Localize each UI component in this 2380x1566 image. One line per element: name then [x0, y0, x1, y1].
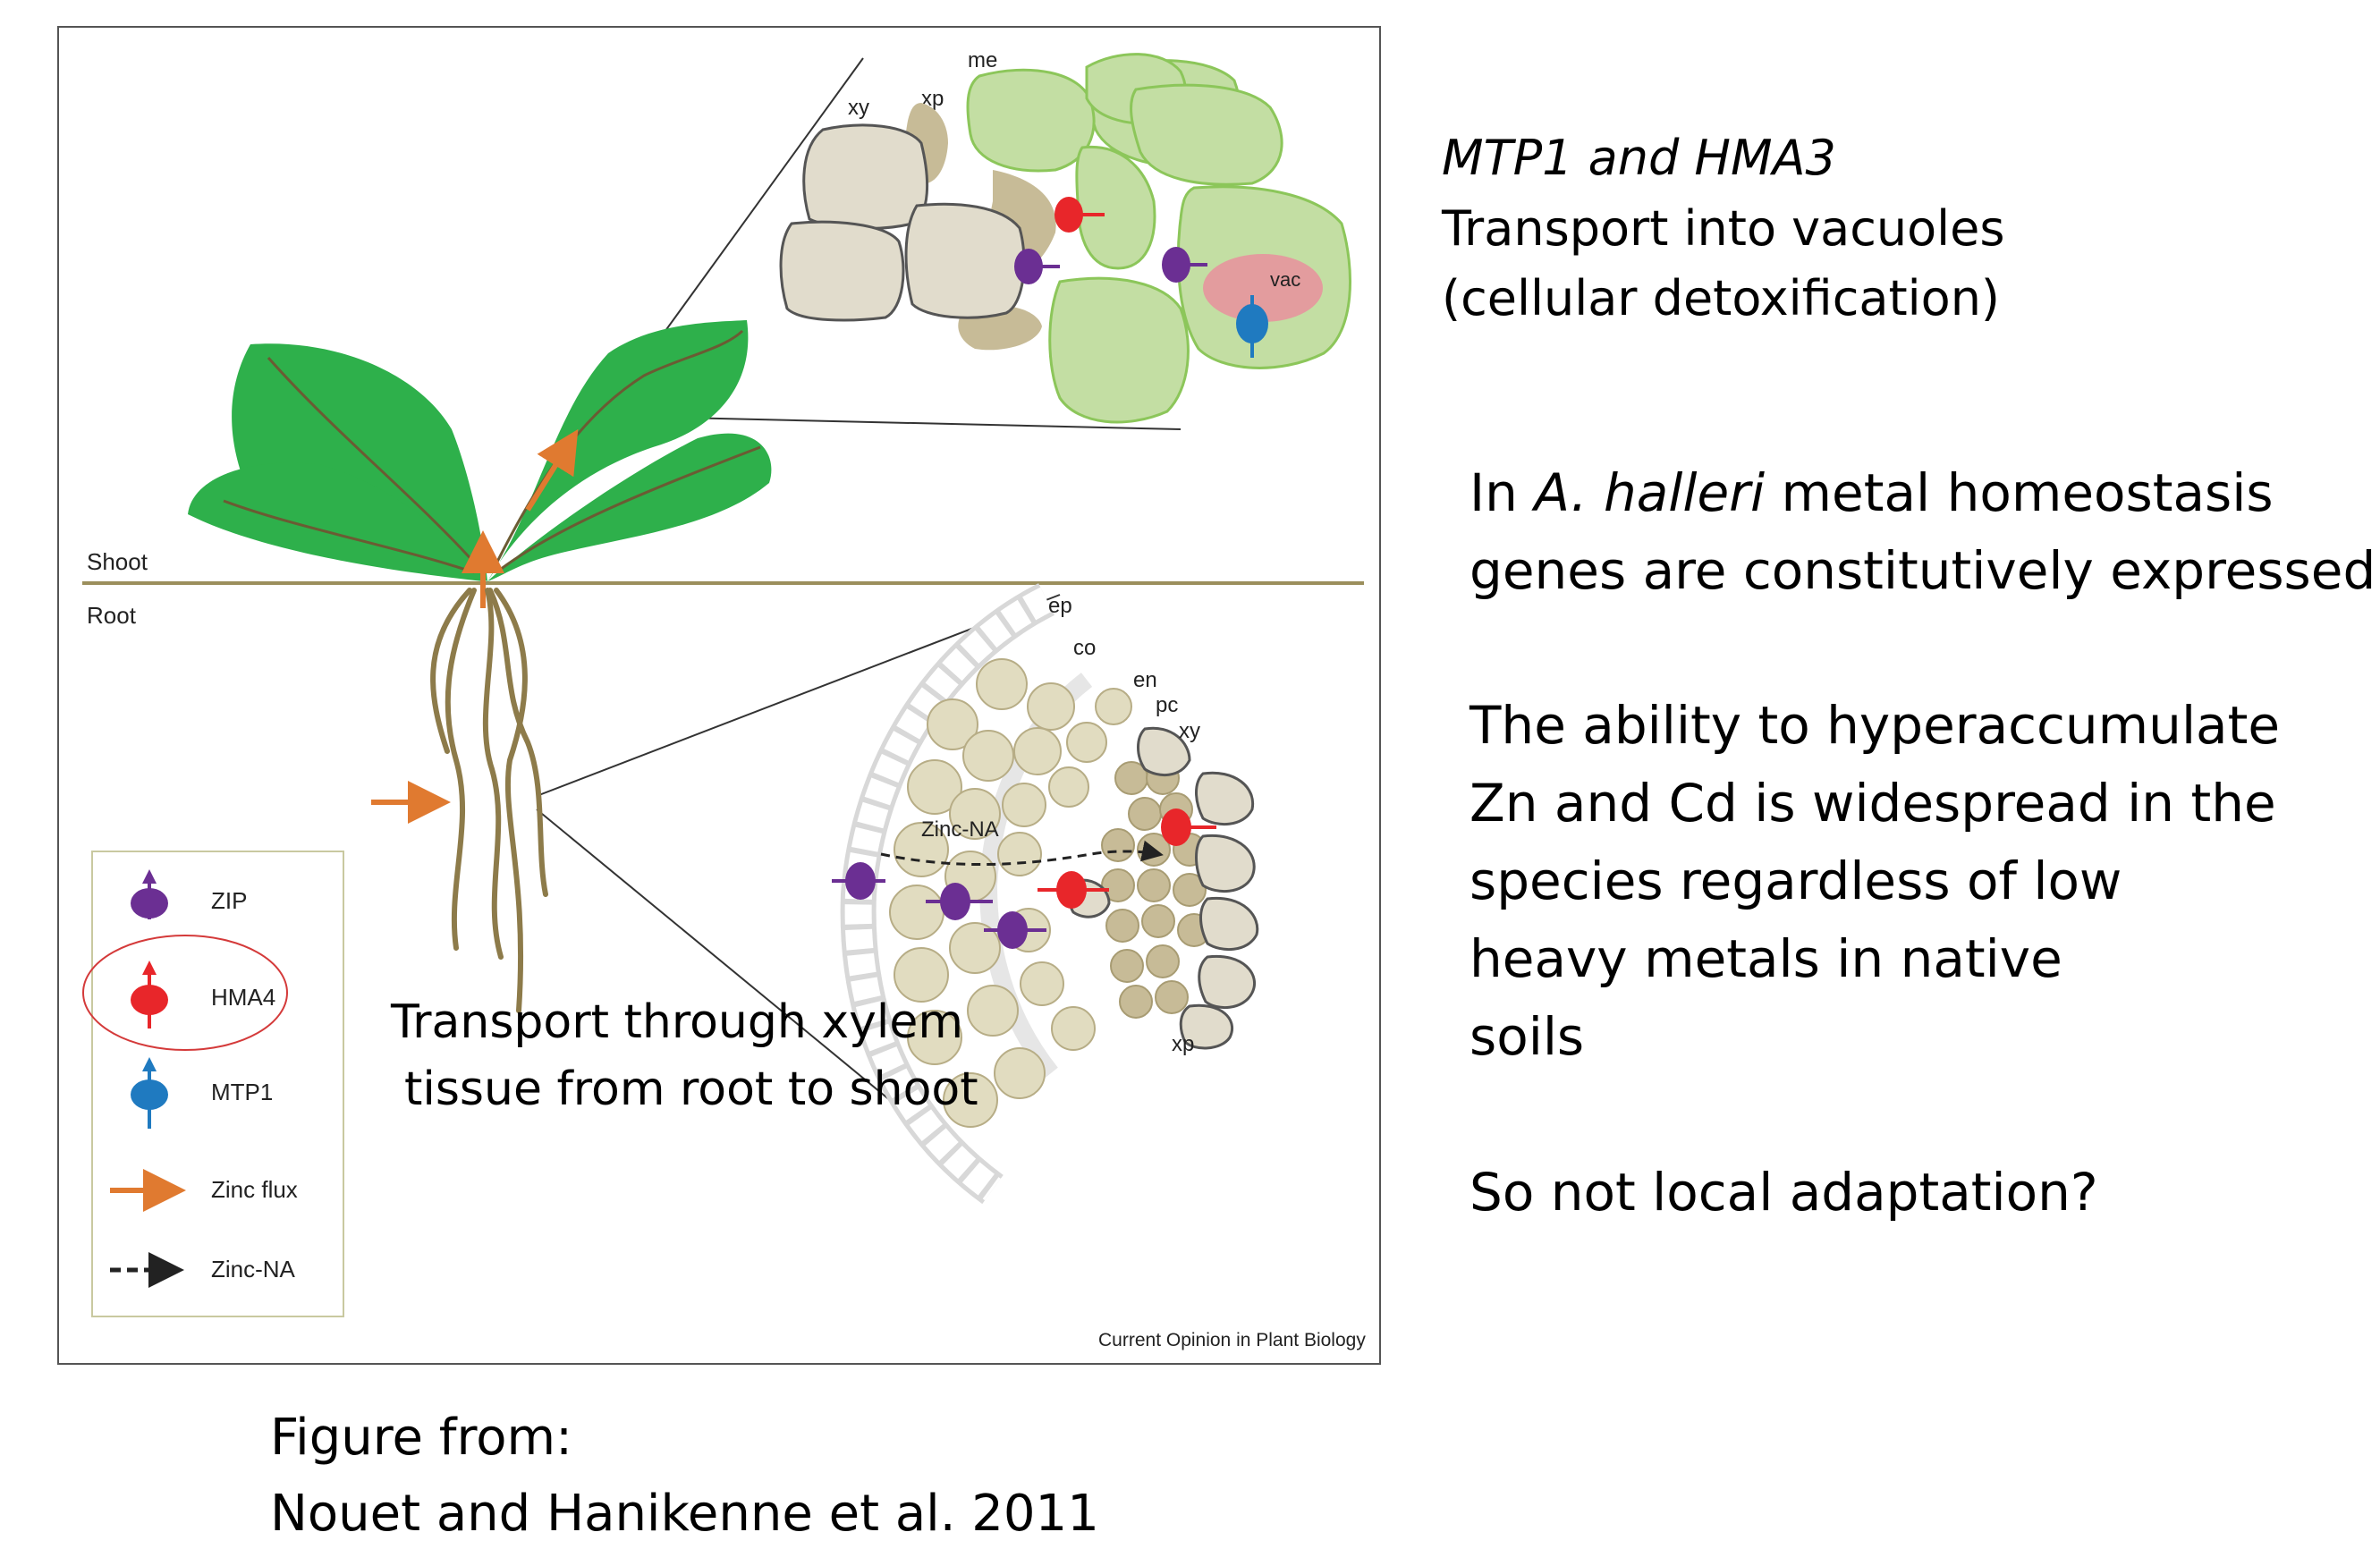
zinc-na-label: Zinc-NA [921, 817, 999, 842]
zinc-na-path [880, 840, 1164, 867]
hma4-transporter-leaf [1054, 197, 1105, 233]
local-adaptation-question: So not local adaptation? [1470, 1162, 2098, 1223]
vac-label: vac [1270, 268, 1300, 291]
hma4-transporter-root-2 [1161, 808, 1216, 846]
svg-text:ZIP: ZIP [211, 887, 247, 914]
root-label: Root [87, 602, 137, 629]
svg-text:MTP1: MTP1 [211, 1079, 273, 1105]
figure-caption-line1: Figure from: [270, 1409, 572, 1467]
figure-caption-line2: Nouet and Hanikenne et al. 2011 [270, 1485, 1099, 1543]
svg-text:Zinc flux: Zinc flux [211, 1176, 298, 1203]
plant-roots [430, 588, 548, 1013]
legend: ZIP HMA4 MTP1 Zinc flux Zinc-NA [82, 851, 344, 1317]
pc-label: pc [1156, 693, 1178, 717]
mtp1-transporter-leaf [1236, 295, 1268, 358]
hma4-transporter-root-1 [1038, 871, 1109, 909]
figure-source: Current Opinion in Plant Biology [1098, 1330, 1366, 1350]
svg-text:Zinc-NA: Zinc-NA [211, 1256, 296, 1282]
zip-transporter-root-1 [832, 862, 885, 900]
svg-text:HMA4: HMA4 [211, 984, 275, 1011]
zip-transporter-leaf-2 [1162, 247, 1207, 283]
legend-hma4: HMA4 [82, 935, 288, 1051]
para2-line1: The ability to hyperaccumulate [1470, 695, 2281, 756]
para1-line1: In A. halleri metal homeostasis [1470, 462, 2274, 523]
para2-line4: heavy metals in native [1470, 928, 2062, 989]
para2-line3: species regardless of low [1470, 851, 2122, 911]
zip-transporter-leaf-1 [1014, 249, 1060, 284]
leaf-veins [223, 329, 761, 574]
para1-line2: genes are constitutively expressed [1470, 540, 2376, 601]
me-label: me [968, 48, 997, 72]
zip-transporter-root-2 [926, 883, 993, 920]
ep-label: ep [1048, 594, 1072, 618]
legend-zip: ZIP [131, 869, 247, 919]
xy-root-label: xy [1179, 719, 1200, 743]
root-section-inset: ep co en pc xy xp Zinc-NA [832, 583, 1259, 1205]
co-label: co [1073, 636, 1096, 660]
mtp-vacuole-line: Transport into vacuoles [1442, 200, 2005, 257]
zip-transporter-root-3 [984, 911, 1046, 949]
mtp-detox-line: (cellular detoxification) [1442, 270, 2000, 326]
legend-zinc-flux: Zinc flux [110, 1169, 298, 1212]
shoot-label: Shoot [87, 548, 148, 575]
xy-label: xy [848, 96, 869, 120]
overlay-transport-line1: Transport through xylem [390, 995, 963, 1049]
para2-line5: soils [1470, 1006, 1585, 1067]
constitutive-expression-paragraph: In A. halleri metal homeostasis genes ar… [1470, 454, 2376, 610]
hma4-highlight-circle [82, 935, 288, 1051]
legend-zinc-na: Zinc-NA [110, 1252, 296, 1288]
xp-root-label: xp [1172, 1032, 1194, 1056]
legend-mtp1: MTP1 [131, 1057, 273, 1129]
mtp-hma3-title: MTP1 and HMA3 [1442, 130, 1836, 186]
overlay-transport-line2: tissue from root to shoot [404, 1062, 978, 1116]
en-label: en [1133, 668, 1157, 692]
zinc-flux-arrow-shoot-2 [525, 428, 579, 512]
hyperaccumulation-paragraph: The ability to hyperaccumulate Zn and Cd… [1470, 687, 2280, 1076]
leaf-cells-inset: xy xp me vac [779, 48, 1352, 424]
para2-line2: Zn and Cd is widespread in the [1470, 773, 2276, 834]
